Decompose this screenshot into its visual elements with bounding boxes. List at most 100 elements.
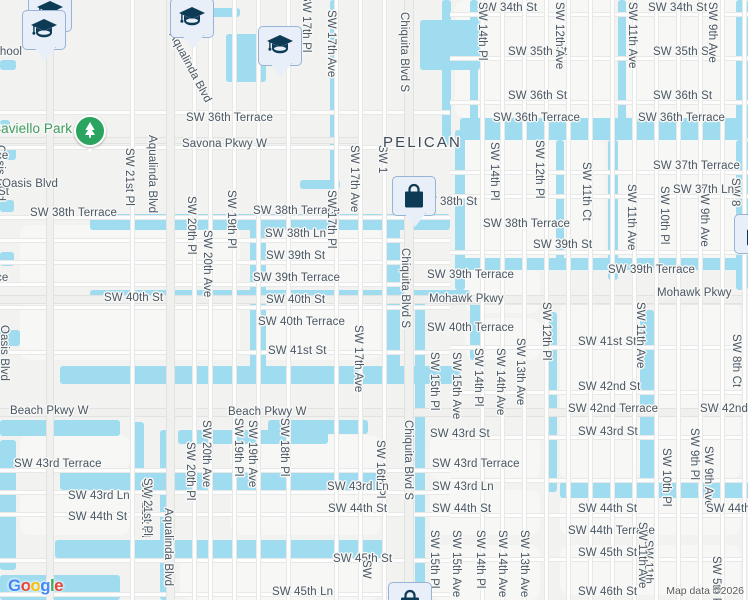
road-segment: [0, 110, 450, 115]
marker-tail: [270, 63, 292, 77]
canal: [200, 8, 240, 17]
canal: [178, 430, 328, 444]
canal: [640, 310, 654, 480]
canal: [300, 180, 340, 189]
road-segment: [208, 0, 213, 600]
canal: [0, 200, 14, 212]
canal: [463, 258, 748, 270]
school-marker[interactable]: [258, 26, 302, 78]
road-segment: [382, 0, 387, 600]
school-marker[interactable]: [170, 0, 214, 50]
store-marker[interactable]: [388, 582, 432, 600]
map-attribution: Map data ©2026: [666, 585, 744, 597]
road-segment: [450, 513, 748, 518]
google-logo-letter: l: [50, 576, 55, 595]
road-segment: [632, 0, 637, 600]
road-segment: [358, 0, 363, 600]
road-segment: [654, 0, 659, 600]
road-segment: [500, 0, 505, 600]
road-segment: [334, 0, 339, 600]
canal: [0, 148, 16, 160]
road-segment: [0, 137, 360, 144]
road-segment: [0, 260, 450, 265]
city-block: [455, 140, 605, 258]
google-logo-letter: o: [30, 576, 41, 595]
road-segment: [522, 0, 527, 600]
canal: [442, 0, 451, 145]
road-segment: [0, 468, 450, 473]
canal: [618, 0, 626, 130]
store-marker[interactable]: [734, 214, 748, 266]
canal: [470, 0, 478, 130]
road-segment: [0, 558, 450, 563]
road-segment: [0, 215, 450, 220]
marker-tail: [182, 35, 204, 49]
road-segment: [450, 390, 748, 395]
road-segment: [742, 0, 747, 600]
road-segment: [0, 145, 450, 150]
road-segment: [610, 0, 615, 600]
road-segment: [0, 305, 450, 310]
canal: [0, 60, 16, 70]
road-segment: [0, 592, 450, 597]
marker-tail: [404, 213, 426, 227]
city-block: [430, 545, 540, 600]
google-logo-letter: e: [54, 576, 63, 595]
road-segment: [0, 295, 748, 304]
google-logo-letter: o: [20, 576, 31, 595]
canal: [0, 420, 120, 436]
road-segment: [566, 0, 571, 600]
google-logo: Google: [8, 576, 64, 596]
road-segment: [698, 0, 703, 600]
road-segment: [130, 0, 135, 600]
road-segment: [0, 512, 450, 517]
road-segment: [286, 0, 291, 600]
road-segment: [166, 0, 175, 600]
park-label: Saviello Park: [0, 121, 73, 136]
marker-tail: [34, 47, 56, 61]
google-logo-letter: G: [8, 576, 21, 595]
canal: [0, 440, 16, 570]
school-marker[interactable]: [22, 10, 66, 62]
road-segment: [0, 238, 450, 243]
road-segment: [450, 557, 748, 562]
road-segment: [450, 170, 748, 175]
road-segment: [450, 250, 748, 255]
road-segment: [676, 0, 681, 600]
road-segment: [480, 0, 485, 600]
road-segment: [450, 345, 748, 350]
canal: [455, 130, 465, 290]
road-segment: [720, 0, 725, 600]
marker-bubble: [734, 214, 748, 254]
road-segment: [192, 0, 197, 600]
google-logo-letter: g: [40, 576, 51, 595]
canal: [556, 140, 564, 260]
road-segment: [450, 194, 748, 199]
city-block: [20, 435, 130, 470]
store-marker[interactable]: [392, 176, 436, 228]
street-label: chool: [0, 46, 22, 58]
park-marker[interactable]: [74, 115, 108, 157]
road-segment: [0, 282, 450, 287]
road-segment: [0, 350, 450, 355]
street-label: St: [0, 186, 10, 198]
road-segment: [232, 0, 237, 600]
road-segment: [256, 0, 261, 600]
road-segment: [450, 56, 748, 61]
road-segment: [450, 100, 748, 105]
park-marker-circle: [74, 115, 106, 147]
road-segment: [450, 12, 748, 17]
road-segment: [588, 0, 593, 600]
road-segment: [544, 0, 549, 600]
road-segment: [450, 435, 748, 440]
road-segment: [46, 0, 54, 600]
city-block: [615, 140, 748, 258]
road-segment: [450, 478, 748, 483]
canal: [55, 540, 385, 558]
road-segment: [0, 490, 450, 495]
canal: [470, 300, 480, 360]
canal: [0, 120, 10, 134]
canal: [415, 300, 425, 600]
canal: [60, 470, 380, 490]
